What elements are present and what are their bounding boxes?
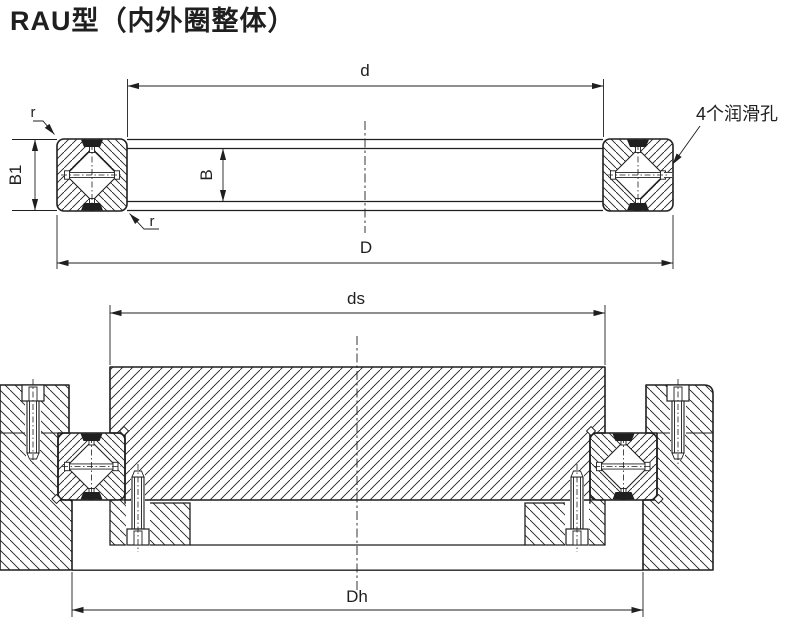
ring-section-left [56,138,128,212]
bearing-section-left [57,432,126,501]
lube-note-label: 4个润滑孔 [696,104,778,124]
mounted-section-view: ds Dh [0,289,714,617]
corner-relief-grooves [51,425,664,505]
dim-label-B1: B1 [6,165,25,186]
dim-label-d: d [360,61,369,80]
fillet-callout-top: r [31,104,55,135]
seal-plug-top [627,139,649,147]
lubrication-hole [664,171,673,179]
housing-bolt-right [666,379,690,464]
shaft-flange [109,366,606,501]
inner-bolt-left [126,464,150,552]
far-side-lines [72,544,643,571]
seal-plug-top [81,139,103,147]
bearing-section-view: d D B B1 r r [6,61,778,269]
dimension-inner-width-B: B [197,148,227,202]
dimension-pilot-ds: ds [109,289,606,365]
dim-label-r-top: r [31,104,36,121]
seal-plug-bottom [627,203,649,211]
inner-bolt-right [565,464,589,552]
dimension-housing-Dh: Dh [71,572,644,617]
fillet-callout-bottom: r [129,213,159,230]
ring-section-right [602,138,674,212]
dimension-outer-D: D [56,215,674,269]
page-title: RAU型（内外圈整体） [10,6,296,36]
ring-edge-lines [127,138,603,212]
dim-label-D: D [360,238,372,257]
dim-label-B: B [197,169,216,180]
dim-label-r-bottom: r [150,213,155,230]
bearing-section-right [589,432,658,501]
dim-label-ds: ds [347,289,365,308]
lube-holes-callout: 4个润滑孔 [672,104,778,165]
seal-plug-bottom [81,203,103,211]
dimension-outer-width-B1: B1 [6,139,57,211]
housing-bolt-left [21,379,45,464]
dim-label-Dh: Dh [346,587,368,606]
dimension-bore-d: d [127,61,604,137]
